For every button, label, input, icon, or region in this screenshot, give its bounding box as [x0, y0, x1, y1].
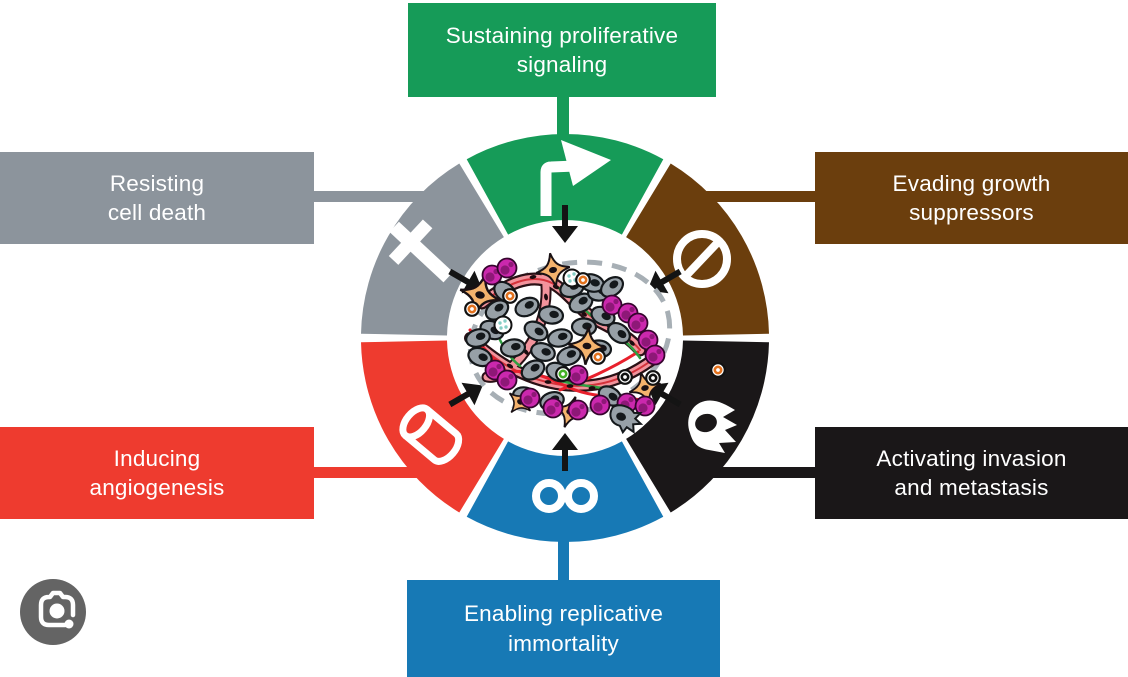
tumor-cell — [547, 328, 573, 348]
stromal-fibroblast-cell — [568, 327, 606, 365]
tumor-illustration — [459, 252, 726, 435]
ring-segment-resisting — [361, 163, 504, 336]
immune-cell — [567, 364, 589, 386]
inward-arrows — [448, 205, 682, 471]
tumor-cell — [530, 342, 556, 362]
hallmark-label-line: Enabling replicative — [463, 601, 664, 627]
hallmark-label-line: Resisting — [109, 170, 205, 196]
hallmark-box-inducing-angiogenesis: Inducing angiogenesis — [0, 427, 314, 519]
stromal-fibroblast-cell — [535, 252, 571, 288]
ring-segment-sustaining — [466, 133, 664, 235]
hallmark-label-line: immortality — [508, 630, 619, 656]
endothelial-nucleus — [566, 384, 574, 388]
promoter-arrow-icon — [540, 140, 611, 216]
immune-cell — [496, 369, 518, 391]
immune-cell — [589, 394, 611, 416]
immune-cell — [542, 397, 564, 419]
tumor-cell — [499, 338, 527, 358]
immune-cell — [519, 387, 541, 409]
hallmark-label-line: Sustaining proliferative — [445, 22, 679, 48]
ring-segment-angiogenesis — [361, 340, 504, 513]
tumor-cell — [537, 305, 565, 325]
tumor-cell — [570, 317, 598, 337]
tumor-cell — [599, 276, 625, 298]
blood-vessel-icon — [399, 404, 463, 465]
endothelial-nucleus — [588, 386, 596, 390]
endothelial-nucleus — [544, 380, 552, 384]
google-lens-camera-icon — [38, 590, 76, 629]
endothelial-nucleus — [529, 275, 537, 279]
endothelial-nucleus — [506, 363, 514, 369]
hallmark-label-line: signaling — [516, 52, 608, 77]
immune-cell — [481, 264, 503, 286]
infinity-icon — [532, 479, 598, 513]
small-ring-cell — [464, 301, 480, 317]
hallmark-label-line: angiogenesis — [89, 475, 225, 500]
prohibition-icon — [673, 230, 731, 288]
hallmark-box-activating-invasion-and-metastasis: Activating invasion and metastasis — [815, 427, 1128, 519]
hallmark-box-enabling-replicative-immortality: Enabling replicative immortality — [407, 580, 720, 677]
endothelial-nucleus — [544, 293, 548, 301]
endothelial-nucleus — [629, 340, 635, 346]
google-lens-button[interactable] — [20, 579, 86, 645]
speckled-cell — [493, 315, 513, 335]
connector-upper-left — [310, 191, 432, 202]
hallmark-label-line: and metastasis — [894, 475, 1049, 500]
small-ring-cell — [590, 349, 606, 365]
immune-cell — [496, 257, 518, 279]
tumor-cell — [607, 321, 631, 345]
inward-arrow — [647, 382, 682, 408]
connector-lower-right — [696, 467, 818, 478]
escaping-invasive-cell — [609, 404, 644, 435]
endothelial-nucleus — [552, 284, 560, 290]
immune-cells — [481, 257, 666, 421]
small-ring-cell — [645, 370, 661, 386]
hallmark-label-line: Evading growth — [892, 170, 1051, 196]
hallmark-label-line: Inducing — [113, 445, 201, 471]
small-ring-cell — [617, 369, 633, 385]
small-ring-cell — [502, 288, 518, 304]
inward-arrow — [647, 268, 682, 294]
immune-cell — [567, 399, 589, 421]
hallmark-box-sustaining-proliferative-signaling: Sustaining proliferative signaling — [408, 3, 716, 97]
immune-cell — [634, 395, 656, 417]
ring-segment-evading — [626, 163, 769, 336]
small-ring-cell — [575, 272, 591, 288]
small-ring-cell — [710, 362, 726, 378]
cross-icon — [388, 219, 454, 283]
inward-arrow — [552, 433, 578, 471]
immune-cell — [637, 329, 659, 351]
hallmark-label-line: cell death — [107, 200, 207, 225]
tumor-cell — [520, 359, 546, 381]
connector-upper-right — [696, 191, 818, 202]
small-ring-cell — [555, 366, 571, 382]
hallmark-label-line: Activating invasion — [876, 445, 1067, 471]
hallmark-box-resisting-cell-death: Resisting cell death — [0, 152, 314, 244]
connector-lower-left — [310, 467, 432, 478]
invading-cell-icon — [688, 400, 737, 453]
hallmark-box-evading-growth-suppressors: Evading growth suppressors — [815, 152, 1128, 244]
hallmark-label-line: suppressors — [909, 200, 1034, 225]
immune-cell — [627, 312, 649, 334]
tumor-cell — [465, 328, 491, 348]
inward-arrow — [552, 205, 578, 243]
immune-cell — [644, 344, 666, 366]
tumor-cell — [523, 320, 549, 342]
inward-arrow — [448, 382, 483, 408]
tumor-cell — [514, 296, 540, 318]
small-ring-cells — [464, 272, 726, 386]
